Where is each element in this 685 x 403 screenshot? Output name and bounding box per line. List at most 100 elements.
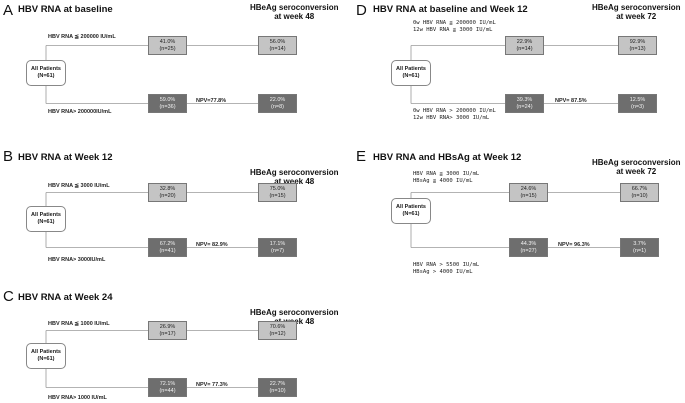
panel-d-upper-group-box: 22.9%(n=14) xyxy=(505,36,544,55)
condition-line: 12w HBV RNA ≦ 3000 IU/mL xyxy=(413,27,493,33)
box-line: 70.6% xyxy=(269,324,286,330)
outcome-header-line: HBeAg seroconversion xyxy=(592,158,681,167)
box-line: (n=24) xyxy=(516,104,533,110)
panel-c-npv-label: NPV= 77.3% xyxy=(196,382,228,388)
root-node-line: (N=61) xyxy=(37,73,55,79)
box-line: (n=15) xyxy=(520,193,537,199)
outcome-header-line: at week 72 xyxy=(616,12,657,21)
panel-b-lower-condition: HBV RNA> 3000IU/mL xyxy=(48,257,105,264)
panel-d-lower-outcome-box: 12.5%(n=3) xyxy=(618,94,657,113)
panel-b-upper-outcome-box: 75.0%(n=15) xyxy=(258,183,297,202)
box-line: (n=17) xyxy=(159,331,176,337)
box-line: 66.7% xyxy=(631,186,648,192)
box-line: 22.0% xyxy=(269,97,286,103)
panel-a-upper-outcome-box: 56.0%(n=14) xyxy=(258,36,297,55)
box-line: 72.1% xyxy=(159,381,176,387)
outcome-header-line: HBeAg seroconversion xyxy=(250,168,339,177)
box-line: 59.0% xyxy=(159,97,176,103)
panel-d-root-node: All Patients(N=61) xyxy=(391,60,431,86)
panel-b-npv-label: NPV= 82.9% xyxy=(196,242,228,248)
box-line: 92.9% xyxy=(629,39,646,45)
panel-c-lower-outcome-box: 22.7%(n=10) xyxy=(258,378,297,397)
box-line: (n=10) xyxy=(269,388,286,394)
condition-line: HBV RNA > 5500 IU/mL xyxy=(413,262,480,268)
root-node-line: All Patients xyxy=(31,212,61,218)
panel-e-title: HBV RNA and HBsAg at Week 12 xyxy=(373,152,522,163)
panel-e-upper-group-box: 24.6%(n=15) xyxy=(509,183,548,202)
panel-b-lower-outcome-box: 17.1%(n=7) xyxy=(258,238,297,257)
panel-d-letter: D xyxy=(356,2,367,19)
panel-c-upper-outcome-box: 70.6%(n=12) xyxy=(258,321,297,340)
panel-a-lower-condition: HBV RNA> 200000IU/mL xyxy=(48,109,111,116)
condition-line: 0w HBV RNA > 200000 IU/mL xyxy=(413,108,496,114)
panel-e-lower-outcome-box: 3.7%(n=1) xyxy=(620,238,659,257)
condition-line: HBV RNA> 3000IU/mL xyxy=(48,257,106,263)
root-node-line: All Patients xyxy=(31,349,61,355)
box-line: 41.0% xyxy=(159,39,176,45)
outcome-header-line: at week 72 xyxy=(616,167,657,176)
condition-line: HBV RNA ≦ 1000 IU/mL xyxy=(48,321,110,327)
box-line: 3.7% xyxy=(633,241,646,247)
box-line: 67.2% xyxy=(159,241,176,247)
panel-c-title: HBV RNA at Week 24 xyxy=(18,292,113,303)
panel-a-lower-outcome-box: 22.0%(n=8) xyxy=(258,94,297,113)
panel-a-title: HBV RNA at baseline xyxy=(18,4,113,15)
box-line: (n=10) xyxy=(631,193,648,199)
condition-line: HBsAg > 4000 IU/mL xyxy=(413,269,473,275)
root-node-line: All Patients xyxy=(396,204,426,210)
panel-a-npv-label: NPV=77.8% xyxy=(196,98,227,104)
panel-b-upper-condition: HBV RNA ≦ 3000 IU/mL xyxy=(48,183,110,190)
box-line: (n=8) xyxy=(271,104,284,110)
panel-b-upper-group-box: 32.8%(n=20) xyxy=(148,183,187,202)
box-line: (n=14) xyxy=(516,46,533,52)
box-line: 26.9% xyxy=(159,324,176,330)
box-line: 56.0% xyxy=(269,39,286,45)
panel-c-upper-condition: HBV RNA ≦ 1000 IU/mL xyxy=(48,321,110,328)
panel-e-npv-label: NPV= 96.3% xyxy=(558,242,590,248)
panel-c-letter: C xyxy=(3,288,14,305)
panel-a-lower-group-box: 59.0%(n=36) xyxy=(148,94,187,113)
panel-b-lower-group-box: 67.2%(n=41) xyxy=(148,238,187,257)
outcome-header-line: at week 48 xyxy=(274,177,315,186)
box-line: 12.5% xyxy=(629,97,646,103)
box-line: (n=1) xyxy=(633,248,646,254)
panel-c-lower-group-box: 72.1%(n=44) xyxy=(148,378,187,397)
panel-b-root-node: All Patients(N=61) xyxy=(26,206,66,232)
panel-a-upper-group-box: 41.0%(n=25) xyxy=(148,36,187,55)
condition-line: HBV RNA> 200000IU/mL xyxy=(48,109,112,115)
box-line: (n=3) xyxy=(631,104,644,110)
panel-b-letter: B xyxy=(3,148,14,165)
box-line: (n=7) xyxy=(271,248,284,254)
box-line: (n=36) xyxy=(159,104,176,110)
box-line: (n=44) xyxy=(159,388,176,394)
outcome-header-line: HBeAg seroconversion xyxy=(250,3,339,12)
outcome-header-line: at week 48 xyxy=(274,12,315,21)
box-line: (n=13) xyxy=(629,46,646,52)
condition-line: HBsAg ≦ 4000 IU/mL xyxy=(413,178,473,184)
box-line: (n=25) xyxy=(159,46,176,52)
condition-line: HBV RNA ≦ 3000 IU/mL xyxy=(48,183,110,189)
box-line: (n=15) xyxy=(269,193,286,199)
condition-line: HBV RNA ≦ 3000 IU/mL xyxy=(413,171,480,177)
outcome-header-line: HBeAg seroconversion xyxy=(592,3,681,12)
box-line: 22.7% xyxy=(269,381,286,387)
panel-e-letter: E xyxy=(356,148,367,165)
panel-d-npv-label: NPV= 87.5% xyxy=(555,98,587,104)
condition-line: 0w HBV RNA ≦ 200000 IU/mL xyxy=(413,20,496,26)
root-node-line: (N=61) xyxy=(402,211,420,217)
box-line: 17.1% xyxy=(269,241,286,247)
box-line: (n=20) xyxy=(159,193,176,199)
root-node-line: (N=61) xyxy=(37,356,55,362)
panel-a-letter: A xyxy=(3,2,14,19)
box-line: (n=14) xyxy=(269,46,286,52)
panel-e-lower-group-box: 44.3%(n=27) xyxy=(509,238,548,257)
panel-d-lower-group-box: 39.3%(n=24) xyxy=(505,94,544,113)
